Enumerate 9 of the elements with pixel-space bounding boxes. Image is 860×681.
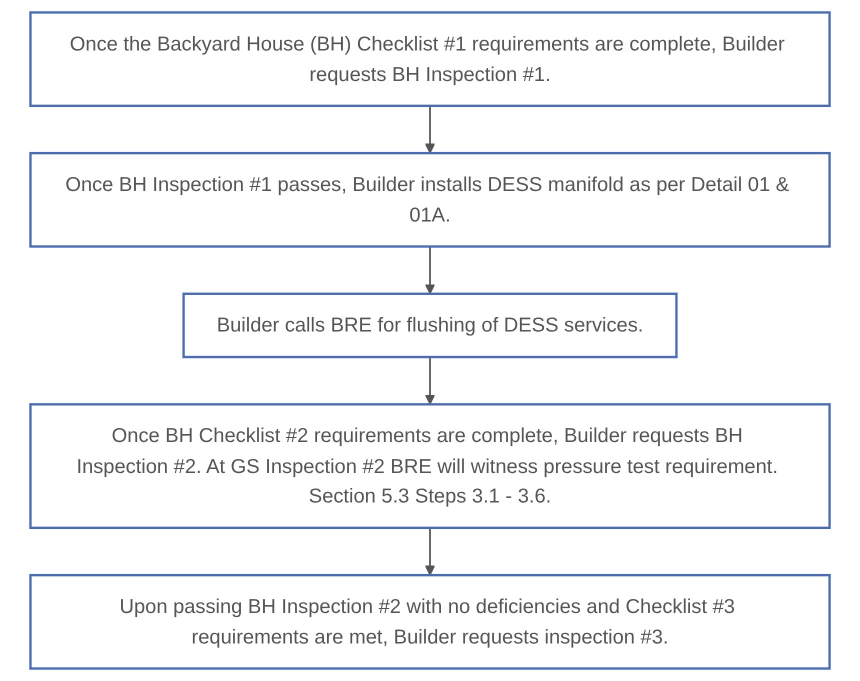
arrow: [424, 357, 436, 405]
node-box: Once BH Checklist #2 requirements are complete, Builder requests BH Inspection #2. At GS Inspection #2 BRE will witness pressure test requirement. Section 5.3 Steps 3.1 - 3.6.: [29, 403, 831, 530]
arrow: [424, 528, 436, 576]
node-box: Once the Backyard House (BH) Checklist #1 requirements are complete, Builder requests BH Inspection #1.: [29, 11, 831, 108]
node-box: Upon passing BH Inspection #2 with no deficiencies and Checklist #3 requirements are met, Builder requests inspection #3.: [29, 574, 831, 670]
node-box: Builder calls BRE for flushing of DESS services.: [182, 292, 678, 358]
arrow: [424, 106, 436, 154]
node-box: Once BH Inspection #1 passes, Builder installs DESS manifold as per Detail 01 & 01A.: [29, 152, 831, 248]
arrow: [424, 246, 436, 294]
